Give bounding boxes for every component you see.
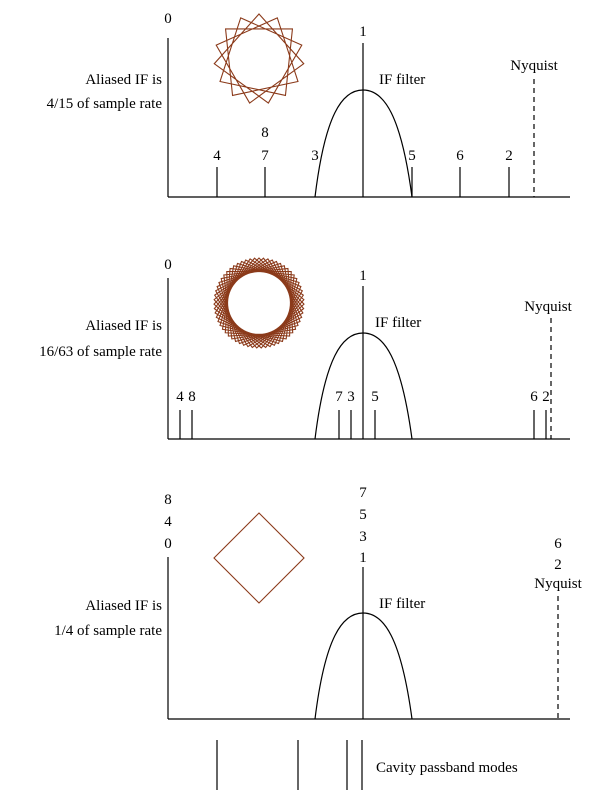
center-label-line-4: 1	[359, 550, 367, 566]
caption-line-1: Aliased IF is	[85, 598, 162, 614]
phasor-star	[213, 257, 305, 349]
marker-2-label: 2	[542, 389, 550, 405]
center-label-line-2: 5	[359, 507, 367, 523]
marker-4-label: 4	[176, 389, 184, 405]
center-label-line-1: 7	[359, 485, 367, 501]
zero-label: 0	[164, 11, 172, 27]
zero-label-line-2: 4	[164, 514, 172, 530]
marker-6-label: 6	[456, 148, 464, 164]
if-filter-label: IF filter	[375, 315, 421, 331]
phasor-star	[213, 13, 305, 104]
zero-label: 0	[164, 257, 172, 273]
marker-5-label: 5	[408, 148, 416, 164]
nyquist-label: Nyquist	[524, 299, 572, 315]
panel-1-4: 8 4 0 Aliased IF is 1/4 of sample rate 7…	[54, 485, 583, 720]
cavity-passband-modes: Cavity passband modes	[216, 740, 518, 790]
nyquist-label-line-2: 2	[554, 557, 562, 573]
marker-8-label: 8	[261, 125, 269, 141]
marker-6-label: 6	[530, 389, 538, 405]
marker-7-label: 7	[261, 148, 269, 164]
zero-label-line-3: 0	[164, 536, 172, 552]
caption-line-1: Aliased IF is	[85, 318, 162, 334]
marker-2-label: 2	[505, 148, 513, 164]
panel-16-63: 0 Aliased IF is 16/63 of sample rate 1 I…	[39, 257, 573, 440]
caption-line-2: 16/63 of sample rate	[39, 344, 162, 360]
nyquist-label-line-3: Nyquist	[534, 576, 582, 592]
marker-8-label: 8	[188, 389, 196, 405]
center-label: 1	[359, 268, 367, 284]
zero-label-line-1: 8	[164, 492, 172, 508]
nyquist-label-line-1: 6	[554, 536, 562, 552]
caption-line-1: Aliased IF is	[85, 72, 162, 88]
center-label: 1	[359, 24, 367, 40]
marker-5-label: 5	[371, 389, 379, 405]
caption-line-2: 4/15 of sample rate	[47, 96, 163, 112]
nyquist-label: Nyquist	[510, 58, 558, 74]
marker-4-label: 4	[213, 148, 221, 164]
caption-line-2: 1/4 of sample rate	[54, 623, 162, 639]
panel-4-15: 0 Aliased IF is 4/15 of sample rate 1 IF…	[47, 11, 570, 198]
if-filter-label: IF filter	[379, 72, 425, 88]
if-filter-label: IF filter	[379, 596, 425, 612]
cavity-label: Cavity passband modes	[376, 760, 518, 776]
marker-3-label: 3	[311, 148, 319, 164]
center-label-line-3: 3	[359, 529, 367, 545]
marker-7-label: 7	[335, 389, 343, 405]
phasor-diamond	[213, 512, 305, 604]
marker-3-label: 3	[347, 389, 355, 405]
